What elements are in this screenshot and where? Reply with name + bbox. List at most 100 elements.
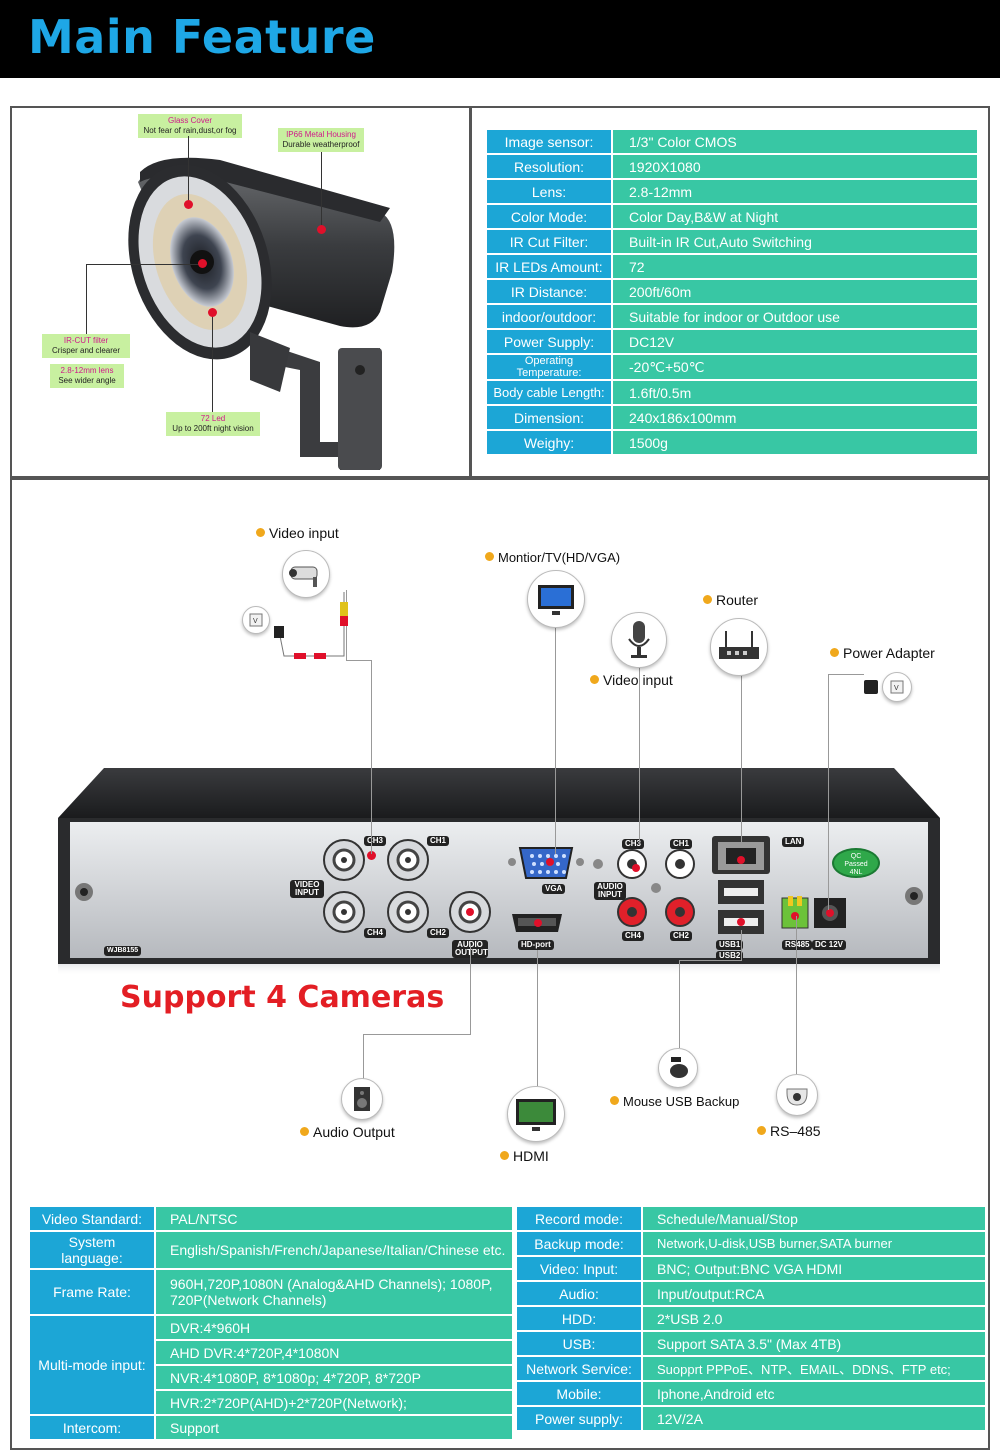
spec-key: Audio: [515,1280,643,1307]
callout-text: Up to 200ft night vision [172,424,254,433]
label-monitor: Montior/TV(HD/VGA) [485,550,620,565]
wire [371,660,372,854]
qc-text-3: 4NL [849,869,863,876]
spec-value: Support [154,1414,514,1441]
callout-title: IP66 Metal Housing [286,130,356,139]
callout-lens: 2.8-12mm lens See wider angle [50,364,124,388]
spec-value: 1.6ft/0.5m [611,379,979,406]
wire [828,674,829,910]
spec-key: Image sensor: [485,128,613,155]
spec-key: Operating Temperature: [485,353,613,381]
rs485-dc-ports [780,892,852,936]
spec-value: 1500g [611,429,979,456]
spec-row: IR Distance:200ft/60m [485,278,979,305]
spec-key: Network Service: [515,1355,643,1382]
label-text: HDMI [513,1148,549,1164]
spec-value: 72 [611,253,979,280]
spec-key: Video: Input: [515,1255,643,1282]
port-ch4-label: CH4 [364,928,387,938]
port-usb1-label: USB1 [716,940,744,950]
callout-glass-cover: Glass Cover Not fear of rain,dust,or fog [138,114,242,138]
spec-key: Multi-mode input: [28,1314,156,1416]
label-text: Power Adapter [843,645,935,661]
spec-row: HDD:2*USB 2.0 [515,1305,987,1332]
port-lan-label: LAN [782,837,805,847]
spec-row: indoor/outdoor:Suitable for indoor or Ou… [485,303,979,330]
marker-dot [184,200,193,209]
spec-value: 2.8-12mm [611,178,979,205]
spec-value: NVR:4*1080P, 8*1080p; 4*720P, 8*720P [154,1364,514,1391]
spec-key: Dimension: [485,404,613,431]
callout-text: See wider angle [58,376,116,385]
spec-value: English/Spanish/French/Japanese/Italian/… [154,1230,514,1270]
spec-row: Power supply:12V/2A [515,1405,987,1432]
spec-row: Body cable Length:1.6ft/0.5m [485,379,979,406]
spec-row: AHD DVR:4*720P,4*1080N [29,1339,514,1366]
spec-row: Power Supply:DC12V [485,328,979,355]
spec-value: Built-in IR Cut,Auto Switching [611,228,979,255]
wire [679,960,741,961]
spec-value: DC12V [611,328,979,355]
callout-title: IR-CUT filter [63,336,109,345]
bullet-dot [256,528,265,537]
label-power-adapter: Power Adapter [830,645,935,661]
label-mouse-usb: Mouse USB Backup [610,1094,739,1109]
svg-text:V: V [253,618,258,625]
spec-key: Power supply: [515,1405,643,1432]
port-audio-ch4-label: CH4 [622,931,645,941]
label-hdmi: HDMI [500,1148,549,1164]
qc-text-1: QC [850,853,862,860]
spec-value: HVR:2*720P(AHD)+2*720P(Network); [154,1389,514,1416]
label-video-input-top: Video input [256,525,339,541]
callout-text: Crisper and clearer [51,346,121,355]
spec-value: BNC; Output:BNC VGA HDMI [641,1255,987,1282]
spec-value: 12V/2A [641,1405,987,1432]
support-cameras-text: Support 4 Cameras [120,980,445,1015]
label-text: Montior/TV(HD/VGA) [498,550,621,565]
wire [555,628,556,854]
spec-row: Lens:2.8-12mm [485,178,979,205]
spec-value: Schedule/Manual/Stop [641,1205,987,1232]
callout-ir-cut-filter: IR-CUT filter Crisper and clearer [42,334,130,358]
panel-divider [469,108,472,478]
spec-key: Intercom: [28,1414,156,1441]
speaker-icon [341,1078,383,1120]
port-vga-label: VGA [542,884,566,894]
bullet-dot [485,552,494,561]
spec-value: 200ft/60m [611,278,979,305]
spec-value: PAL/NTSC [154,1205,514,1232]
spec-key: Body cable Length: [485,379,613,406]
label-text: Mouse USB Backup [623,1094,740,1109]
dome-camera-icon [776,1074,818,1116]
marker-dot [367,851,376,860]
bullet-dot [757,1126,766,1135]
spec-row: System language:English/Spanish/French/J… [28,1230,514,1270]
spec-key: Power Supply: [485,328,613,355]
spec-row: USB:Support SATA 3.5" (Max 4TB) [515,1330,987,1357]
callout-title: 72 Led [200,414,226,423]
port-audio-input-label: AUDIO INPUT [594,882,626,900]
monitor-icon [527,570,585,628]
spec-row: Backup mode:Network,U-disk,USB burner,SA… [515,1230,987,1257]
spec-key: Color Mode: [485,203,613,230]
power-outlet-icon: V [242,606,270,634]
wire [537,950,538,1086]
port-ch1-label: CH1 [427,836,450,846]
spec-row: Video Standard:PAL/NTSC [28,1205,514,1232]
port-audio-ch3-label: CH3 [622,839,645,849]
wire [363,1034,364,1080]
label-router: Router [703,592,758,608]
spec-key: IR LEDs Amount: [485,253,613,280]
spec-key: indoor/outdoor: [485,303,613,330]
spec-value: 960H,720P,1080N (Analog&AHD Channels); 1… [154,1268,514,1316]
qc-text-2: Passed [844,861,868,868]
mouse-icon [658,1048,698,1088]
wire [796,916,797,1074]
spec-value: Input/output:RCA [641,1280,987,1307]
port-video-input-label: VIDEO INPUT [290,880,324,898]
label-text: Audio Output [313,1124,395,1140]
spec-row: HVR:2*720P(AHD)+2*720P(Network); [29,1389,514,1416]
spec-key: HDD: [515,1305,643,1332]
